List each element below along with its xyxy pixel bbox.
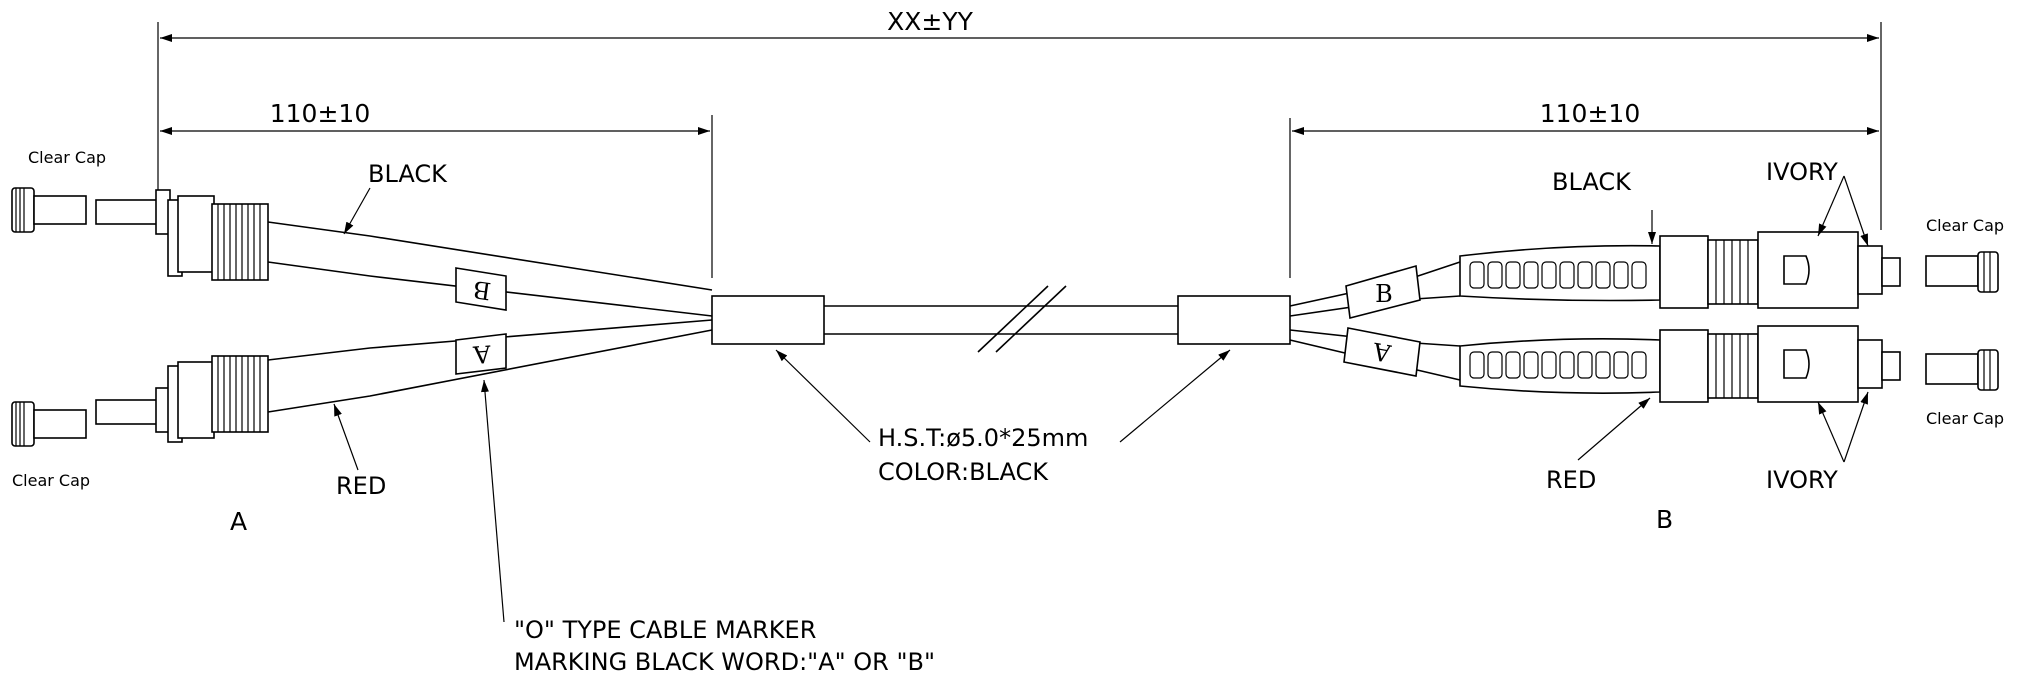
marker-a-left-text: A [472, 339, 493, 368]
right-marker-a: A [1343, 327, 1421, 377]
marker-b-right-text: B [1375, 280, 1393, 308]
left-cap-bottom [11, 401, 87, 447]
black-right-label: BLACK [1552, 168, 1632, 196]
left-dimension-label: 110±10 [270, 99, 370, 128]
hst-note-line2: COLOR:BLACK [878, 458, 1049, 486]
heat-shrink-right [1177, 295, 1291, 345]
left-connector-bottom [95, 319, 713, 443]
marker-note-line1: "O" TYPE CABLE MARKER [514, 616, 816, 644]
black-left-label: BLACK [368, 160, 448, 188]
clear-cap-top-right-label: Clear Cap [1926, 216, 2004, 235]
right-connector-bottom [1459, 325, 1901, 403]
hst-note-line1: H.S.T:ø5.0*25mm [878, 424, 1088, 452]
ivory-top-label: IVORY [1766, 158, 1838, 186]
heat-shrink-left [711, 295, 825, 345]
right-dimension: 110±10 [1289, 99, 1879, 278]
middle-cable [711, 285, 1291, 353]
marker-note-line2: MARKING BLACK WORD:"A" OR "B" [514, 648, 935, 676]
red-left-label: RED [336, 472, 386, 500]
clear-cap-bottom-right-label: Clear Cap [1926, 409, 2004, 428]
right-cap-bottom [1925, 349, 1999, 391]
ivory-bottom-label: IVORY [1766, 466, 1838, 494]
overall-dimension: XX±YY [157, 7, 1882, 230]
overall-dimension-label: XX±YY [887, 7, 973, 36]
right-dimension-label: 110±10 [1540, 99, 1640, 128]
right-cap-top [1925, 251, 1999, 293]
left-connector-top [95, 189, 713, 317]
leader-lines [333, 175, 1869, 623]
clear-cap-top-left-label: Clear Cap [28, 148, 106, 167]
end-b-label: B [1656, 505, 1673, 534]
clear-cap-bottom-left-label: Clear Cap [12, 471, 90, 490]
red-right-label: RED [1546, 466, 1596, 494]
left-marker-a: A [455, 333, 507, 375]
left-cap-top [11, 187, 87, 233]
left-marker-b: B [455, 267, 507, 311]
right-marker-b: B [1345, 264, 1421, 320]
right-connector-top [1459, 231, 1901, 309]
end-a-label: A [230, 507, 247, 536]
marker-b-left-text: B [471, 275, 492, 305]
left-dimension: 110±10 [160, 99, 713, 278]
marker-a-right-text: A [1370, 337, 1394, 368]
